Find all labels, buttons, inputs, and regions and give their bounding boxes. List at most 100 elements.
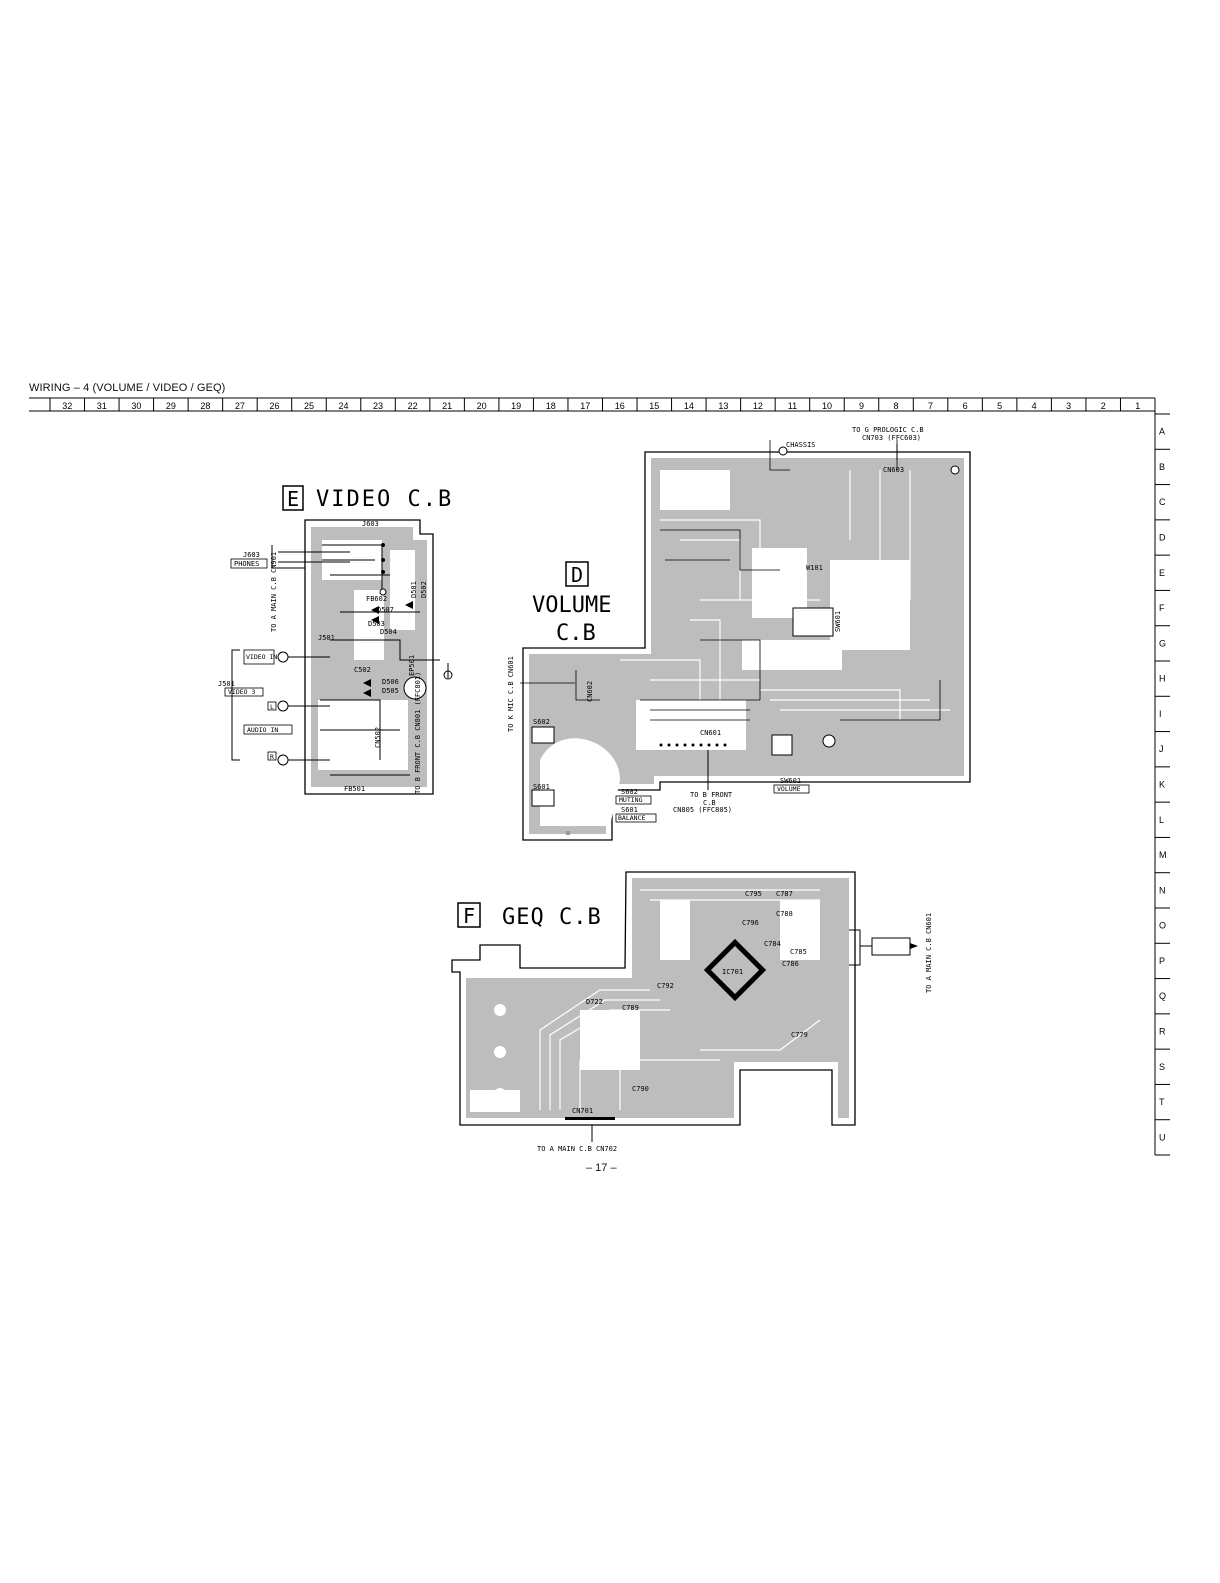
- volume-board-letter: D: [571, 563, 583, 587]
- column-label: 27: [235, 401, 245, 411]
- row-label: U: [1159, 1132, 1166, 1142]
- row-label: H: [1159, 674, 1166, 684]
- volume-cn601: CN601: [700, 729, 721, 737]
- volume-cn603: CN603: [883, 466, 904, 474]
- video-j603-left: J603: [243, 551, 260, 559]
- volume-to-prologic: TO G PROLOGIC C.B: [852, 426, 924, 434]
- column-label: 13: [718, 401, 728, 411]
- geq-to-main-bottom: TO A MAIN C.B CN702: [537, 1145, 617, 1153]
- video-video3-box: [224, 687, 264, 697]
- row-label: Q: [1159, 991, 1166, 1001]
- video-l-box: [267, 701, 277, 711]
- video-fb501: FB501: [344, 785, 365, 793]
- volume-s601: S601: [533, 783, 550, 791]
- volume-cb: C.B: [703, 799, 716, 807]
- video-video-in: VIDEO IN: [246, 653, 277, 661]
- column-label: 7: [928, 401, 933, 411]
- video-j501-top: J501: [318, 634, 335, 642]
- geq-c792: C792: [657, 982, 674, 990]
- column-label: 4: [1032, 401, 1037, 411]
- row-label: L: [1159, 815, 1164, 825]
- volume-board-title-2: C.B: [556, 621, 596, 646]
- video-d502: D502: [420, 581, 428, 598]
- column-label: 9: [859, 401, 864, 411]
- video-phones-box: [230, 558, 268, 569]
- volume-sw601-label: SW601: [834, 611, 842, 632]
- video-fb602: FB602: [366, 595, 387, 603]
- page-title: WIRING – 4 (VOLUME / VIDEO / GEQ): [29, 382, 226, 394]
- geq-board-copper: [466, 878, 849, 1118]
- column-label: 2: [1101, 401, 1106, 411]
- volume-w101: W101: [806, 564, 823, 572]
- row-label: O: [1159, 921, 1166, 931]
- video-phones: PHONES: [234, 560, 259, 568]
- column-label: 6: [963, 401, 968, 411]
- row-label: I: [1159, 709, 1162, 719]
- video-video3: VIDEO 3: [228, 688, 255, 696]
- geq-board-letter: F: [463, 904, 475, 928]
- volume-board-letter-box: [565, 561, 589, 587]
- video-to-main: TO A MAIN C.B CN901: [270, 552, 278, 632]
- video-to-front: TO B FRONT C.B CN801 (FFC801): [414, 672, 422, 794]
- geq-c787: C787: [776, 890, 793, 898]
- column-label: 14: [684, 401, 694, 411]
- volume-s601b: S601: [621, 806, 638, 814]
- column-label: 24: [339, 401, 349, 411]
- column-label: 5: [997, 401, 1002, 411]
- column-label: 3: [1066, 401, 1071, 411]
- geq-c786: C786: [782, 960, 799, 968]
- row-label: J: [1159, 744, 1164, 754]
- row-label: B: [1159, 462, 1165, 472]
- volume-cn602: CN602: [586, 681, 594, 702]
- geq-c795: C795: [745, 890, 762, 898]
- row-label: F: [1159, 603, 1165, 613]
- volume-volume-box: [773, 784, 810, 794]
- grid-frame: [29, 397, 1156, 1155]
- column-label: 18: [546, 401, 556, 411]
- row-label: M: [1159, 850, 1167, 860]
- row-label: D: [1159, 533, 1166, 543]
- video-audio-in-box: [243, 724, 293, 735]
- row-label: G: [1159, 638, 1166, 648]
- geq-board-title: GEQ C.B: [502, 905, 602, 930]
- column-label: 26: [269, 401, 279, 411]
- column-label: 22: [408, 401, 418, 411]
- geq-c789: C789: [622, 1004, 639, 1012]
- volume-balance-box: [615, 813, 657, 823]
- geq-board-letter-box: [457, 902, 481, 928]
- video-board: E VIDEO C.B: [218, 485, 453, 795]
- geq-board: F GEQ C.B: [451, 871, 933, 1153]
- video-board-letter: E: [287, 487, 299, 511]
- column-label: 29: [166, 401, 176, 411]
- row-label: N: [1159, 885, 1166, 895]
- video-c502: C502: [354, 666, 371, 674]
- volume-muting: MUTING: [619, 796, 643, 804]
- page-number: – 17 –: [586, 1162, 617, 1174]
- video-l: L: [270, 703, 274, 711]
- video-d503: D503: [368, 620, 385, 628]
- column-label: 10: [822, 401, 832, 411]
- geq-c788: C788: [776, 910, 793, 918]
- video-r-box: [267, 751, 277, 761]
- video-j603-top: J603: [362, 520, 379, 528]
- video-j501-left: J501: [218, 680, 235, 688]
- geq-ic701: IC701: [722, 968, 743, 976]
- row-label: R: [1159, 1027, 1166, 1037]
- video-d505: D505: [382, 687, 399, 695]
- row-label: E: [1159, 568, 1165, 578]
- volume-cn703: CN703 (FFC603): [862, 434, 921, 442]
- column-label: 15: [649, 401, 659, 411]
- volume-board-title-1: VOLUME: [532, 593, 611, 618]
- video-d506: D506: [382, 678, 399, 686]
- video-board-title: VIDEO C.B: [316, 487, 453, 512]
- column-label: 1: [1135, 401, 1140, 411]
- row-label: P: [1159, 956, 1165, 966]
- video-video-in-box: [243, 649, 275, 665]
- column-label: 31: [97, 401, 107, 411]
- volume-cn805: CN805 (FFC805): [673, 806, 732, 814]
- column-label: 20: [477, 401, 487, 411]
- video-board-letter-box: [282, 485, 304, 511]
- volume-sw601: SW601: [780, 777, 801, 785]
- column-label: 32: [62, 401, 72, 411]
- geq-to-main-right: TO A MAIN C.B CN601: [925, 913, 933, 993]
